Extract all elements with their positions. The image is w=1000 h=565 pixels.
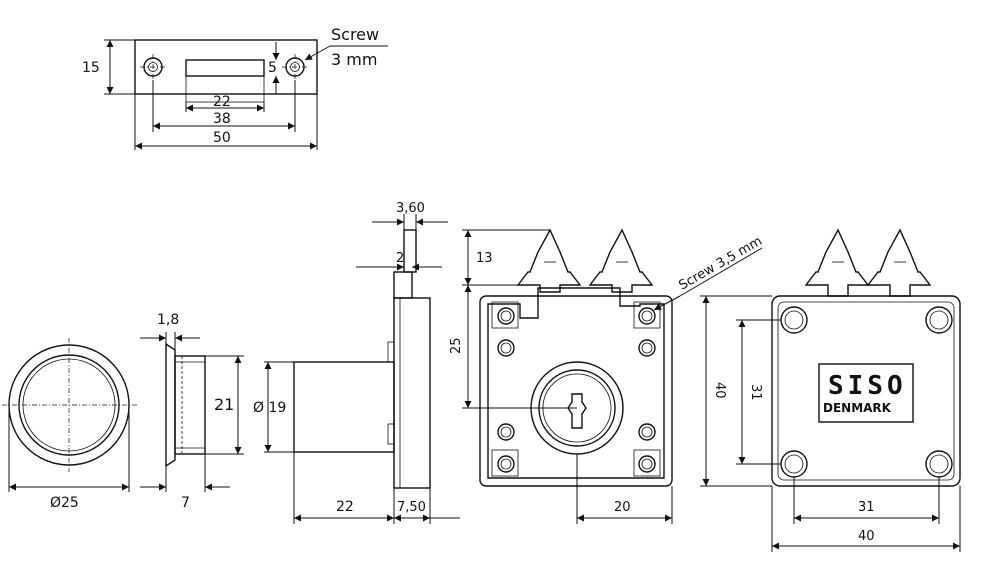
dim-strike-total-width: 50 (213, 130, 231, 146)
strike-plate-outline (134, 39, 318, 95)
dim-strike-height: 15 (82, 60, 100, 76)
dim-side-body-depth: 7,50 (397, 500, 426, 515)
strike-screw-label: Screw (331, 25, 379, 44)
dim-cylinder-height: 21 (214, 395, 234, 414)
cylinder-body (174, 355, 206, 455)
brand-sub: DENMARK (823, 401, 892, 415)
dim-side-bolt-gap: 2 (396, 251, 404, 266)
back-body-inner (777, 301, 955, 481)
dim-front-center-height: 25 (449, 337, 464, 354)
dim-front-bolt-height: 13 (476, 251, 493, 266)
back-body-outer (771, 295, 961, 487)
side-cylinder (293, 361, 395, 453)
dim-front-center-offset: 20 (614, 500, 631, 515)
lock-side-view: 3,60 2 Ø 19 22 7,50 (253, 201, 460, 524)
front-body-inner (487, 287, 665, 479)
strike-screw-size: 3 mm (331, 50, 377, 69)
brand-plate (818, 363, 914, 423)
key-slot-icon (567, 393, 587, 429)
lock-front-view: 13 25 20 Screw 3,5 mm (449, 228, 765, 524)
dim-cylinder-diameter: Ø25 (50, 495, 79, 511)
dim-cylinder-flange: 1,8 (157, 312, 179, 328)
front-body-outer (479, 295, 673, 487)
front-screw-hole (638, 307, 656, 325)
dim-cylinder-length: 7 (181, 495, 190, 511)
front-bolt-right (588, 228, 654, 293)
side-bolt (403, 229, 417, 273)
dim-back-height: 40 (712, 382, 727, 399)
dim-back-hole-spacing-v: 31 (748, 384, 763, 401)
side-bolt-base (393, 271, 413, 299)
back-bolt-right (866, 228, 932, 297)
strike-slot-lower (185, 75, 265, 103)
brand-main: SISO (828, 371, 907, 401)
cylinder-side-view: 1,8 21 7 (140, 312, 244, 511)
dim-strike-slot-width: 22 (213, 94, 231, 110)
dim-side-cylinder-dia: Ø 19 (253, 400, 286, 416)
back-bolt-left (804, 228, 870, 297)
front-bolt-left (516, 228, 582, 293)
lock-back-view: SISO DENMARK 40 31 31 40 (700, 228, 961, 552)
side-body (393, 297, 431, 489)
cylinder-flange (165, 342, 176, 468)
dim-back-hole-spacing-h: 31 (858, 500, 875, 515)
dim-strike-hole-spacing: 38 (213, 111, 231, 127)
dim-side-plate-thickness: 3,60 (396, 201, 425, 216)
dim-side-cylinder-length: 22 (336, 499, 354, 515)
front-screw-label: Screw 3,5 mm (677, 234, 765, 294)
cylinder-front-view: Ø25 (2, 338, 138, 511)
dim-strike-slot-height: 5 (268, 60, 277, 76)
dim-back-width: 40 (858, 529, 875, 544)
strike-slot (185, 59, 265, 77)
strike-plate-view: 15 5 22 38 50 Screw 3 mm (82, 25, 388, 150)
